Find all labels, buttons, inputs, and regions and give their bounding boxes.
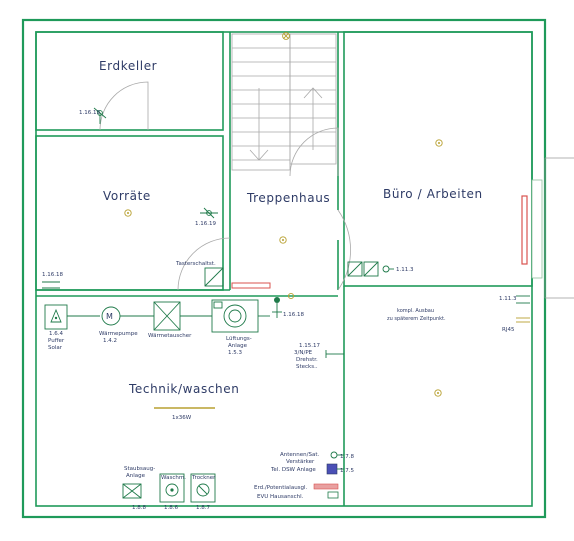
antennen-dose-icon bbox=[330, 451, 344, 459]
drehstrom-steckdose-icon bbox=[325, 350, 344, 358]
label-1-8-6: 1.8.6 bbox=[164, 505, 178, 511]
stair-up-arrow-head bbox=[303, 87, 323, 99]
erdkeller-walls bbox=[35, 31, 224, 131]
doors bbox=[99, 81, 351, 291]
staubsauger-icon bbox=[122, 483, 142, 499]
label-1-8-8: 1.8.8 bbox=[132, 505, 146, 511]
switch-group-buero-icon bbox=[347, 261, 394, 277]
room-name-treppenhaus: Treppenhaus bbox=[246, 191, 330, 205]
inner-wall bbox=[35, 31, 533, 507]
socket-vorraete-icon bbox=[42, 281, 60, 289]
puffer-speicher-icon bbox=[44, 304, 68, 330]
outer-wall bbox=[21, 18, 547, 519]
switches: 1.16.19 1.16.19 1.16.18 Tasterschaltst. … bbox=[42, 107, 530, 333]
walls bbox=[21, 18, 574, 519]
staircase bbox=[231, 33, 337, 171]
label-steck-2: 3/N/PE bbox=[294, 350, 313, 356]
svg-text:M: M bbox=[106, 312, 113, 321]
room-name-vorraete: Vorräte bbox=[103, 189, 151, 203]
radiator-buero bbox=[521, 195, 528, 265]
waermepumpe-icon: M bbox=[101, 306, 121, 326]
switch-erdkeller-icon bbox=[93, 107, 107, 124]
room-name-erdkeller: Erdkeller bbox=[99, 59, 157, 73]
label-1-11-3-a: 1.11.3 bbox=[396, 267, 414, 273]
label-steck-4: Stecks.. bbox=[296, 364, 318, 370]
label-1-16-19-a: 1.16.19 bbox=[79, 110, 100, 116]
label-1-16-19-b: 1.16.19 bbox=[195, 221, 216, 227]
label-rj45: RJ45 bbox=[502, 327, 515, 333]
label-staubsauger-1: Staubsaug- bbox=[124, 466, 155, 472]
technik-equipment: 1.6.4 Puffer Solar M Wärmepumpe 1.4.2 Wä… bbox=[44, 299, 354, 511]
label-1-11-3-b: 1.11.3 bbox=[499, 296, 517, 302]
door-stair-arc bbox=[289, 127, 339, 177]
waschmaschine-icon bbox=[159, 473, 185, 503]
label-1-7-8: 1.7.8 bbox=[340, 454, 354, 460]
label-evu: EVU Hausanschl. bbox=[257, 494, 304, 500]
label-puffer: Puffer bbox=[48, 338, 65, 344]
label-1-8-7: 1.8.7 bbox=[196, 505, 210, 511]
label-steck-1: 1.15.17 bbox=[299, 343, 320, 349]
tel-anlage-icon bbox=[326, 463, 344, 475]
label-antennen-1: Antennen/Sat. bbox=[280, 452, 320, 458]
label-tasterschaltstelle: Tasterschaltst. bbox=[175, 261, 216, 267]
label-waermepumpe-code: 1.4.2 bbox=[103, 338, 117, 344]
label-trockner: Trockner bbox=[191, 475, 216, 481]
label-lueftung-2: Anlage bbox=[228, 343, 248, 349]
label-lueftung-1: Lüftungs- bbox=[226, 336, 252, 342]
light-buero-icon bbox=[435, 139, 443, 147]
light-vorraete-icon bbox=[124, 209, 132, 217]
label-solar: Solar bbox=[48, 345, 63, 351]
label-antennen-3: Tel. DSW Anlage bbox=[270, 467, 316, 473]
label-waermepumpe: Wärmepumpe bbox=[99, 331, 138, 337]
switch-technik-icon bbox=[272, 297, 282, 318]
stair-block-left bbox=[231, 33, 291, 171]
label-waschmaschine: Waschm. bbox=[161, 475, 186, 481]
label-steck-3: Drehstr. bbox=[296, 357, 318, 363]
label-erdung: Erd./Potentialausgl. bbox=[254, 485, 308, 491]
label-leuchte: 1x36W bbox=[172, 415, 192, 421]
door-buero-arc bbox=[337, 209, 351, 291]
room-names: Erdkeller Vorräte Treppenhaus Büro / Arb… bbox=[99, 59, 483, 396]
note-ausbau-2: zu späterem Zeitpunkt. bbox=[387, 316, 446, 322]
door-vorraete bbox=[177, 237, 231, 291]
stair-block-right bbox=[289, 33, 337, 165]
label-puffer-code: 1.6.4 bbox=[49, 331, 63, 337]
light-technik-2-icon bbox=[287, 292, 295, 300]
ceiling-lights bbox=[124, 32, 443, 409]
label-1-7-5: 1.7.5 bbox=[340, 468, 354, 474]
socket-buero-icon bbox=[516, 295, 530, 323]
label-staubsauger-2: Anlage bbox=[126, 473, 146, 479]
window-right bbox=[531, 179, 543, 279]
stair-treads bbox=[232, 47, 290, 161]
erdung-schiene bbox=[313, 483, 339, 490]
light-buero-lower-icon bbox=[434, 389, 442, 397]
label-lueftung-3: 1.5.3 bbox=[228, 350, 242, 356]
stair-down-arrow-head bbox=[249, 149, 269, 161]
room-name-buero: Büro / Arbeiten bbox=[383, 187, 483, 201]
tasterschaltstelle-icon bbox=[204, 267, 224, 287]
radiator-treppenhaus bbox=[231, 282, 271, 289]
switch-vorraete-icon bbox=[200, 207, 218, 219]
label-1-16-18-a: 1.16.18 bbox=[42, 272, 63, 278]
trockner-icon bbox=[190, 473, 216, 503]
evu-anschluss-icon bbox=[327, 491, 339, 499]
waermetauscher-icon bbox=[153, 301, 181, 331]
label-waermetauscher: Wärmetauscher bbox=[148, 333, 192, 339]
room-name-technik: Technik/waschen bbox=[128, 382, 239, 396]
buero-walls-top bbox=[343, 31, 533, 287]
label-antennen-2: Verstärker bbox=[286, 459, 315, 465]
lueftungsanlage-icon bbox=[211, 299, 270, 333]
label-1-16-18-b: 1.16.18 bbox=[283, 312, 304, 318]
light-erdkeller-icon bbox=[282, 32, 290, 40]
note-ausbau-1: kompl. Ausbau bbox=[397, 308, 434, 314]
light-treppenhaus-icon bbox=[279, 236, 287, 244]
door-erdkeller bbox=[99, 81, 149, 131]
